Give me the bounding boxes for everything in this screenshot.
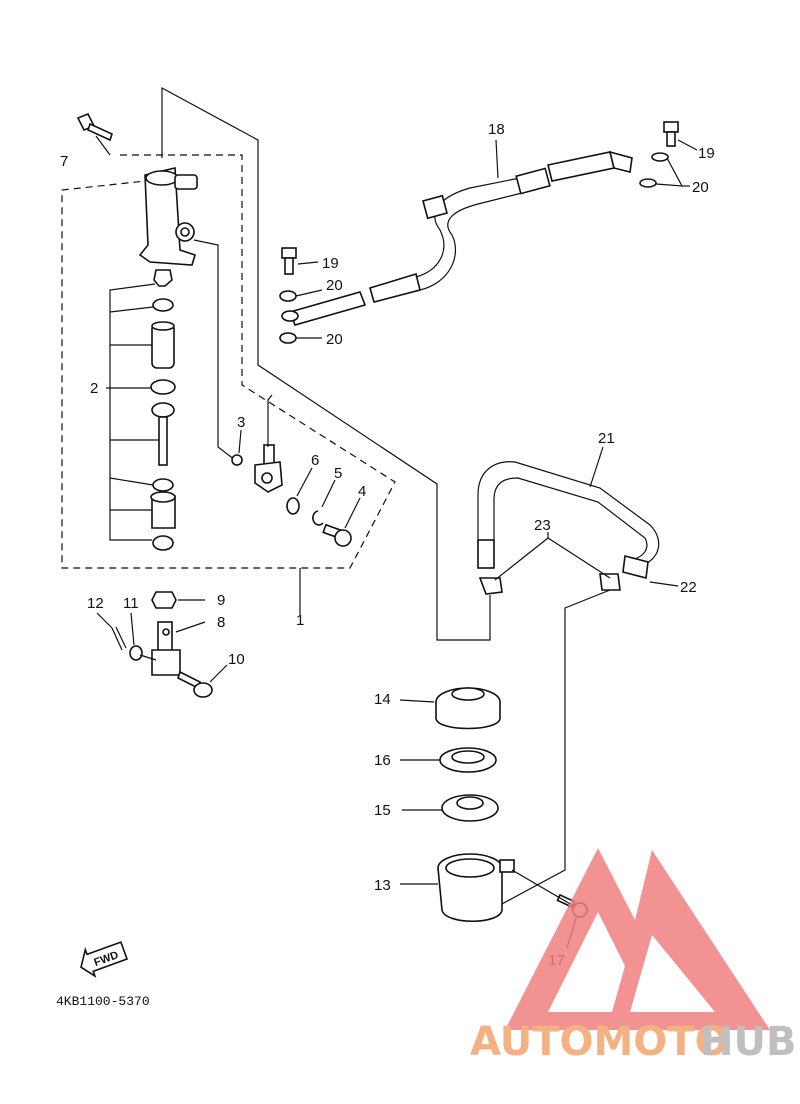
clevis-8 [151, 621, 181, 676]
callout-5: 5 [334, 465, 342, 482]
pin-10 [177, 670, 213, 698]
callout-10: 10 [228, 651, 245, 668]
callout-4: 4 [358, 483, 366, 500]
callout-23: 23 [534, 517, 551, 534]
callout-2: 2 [90, 380, 98, 397]
assembly-outline-1 [61, 154, 396, 569]
brake-hose-18 [288, 150, 633, 326]
union-bolt-19-lower [281, 247, 297, 275]
o-ring-3 [231, 454, 243, 466]
bolt-7 [76, 112, 113, 142]
callout-8: 8 [217, 614, 225, 631]
diagram-code: 4KB1100-5370 [56, 994, 150, 1009]
callout-14: 14 [374, 691, 391, 708]
callout-20-lower: 20 [326, 331, 343, 348]
callout-7: 7 [60, 153, 68, 170]
diaphragm-16 [439, 747, 497, 773]
circlip-5 [312, 510, 324, 526]
watermark-text-right: HUB [700, 1019, 796, 1065]
watermark-text-left: AUTOMOTO [470, 1019, 729, 1065]
screw-4 [322, 523, 352, 547]
hose-clip-23-b [599, 573, 621, 591]
master-cylinder-body [138, 167, 198, 266]
fwd-arrow-icon: FWD [80, 941, 129, 978]
washer-11 [129, 645, 143, 661]
callout-6: 6 [311, 452, 319, 469]
watermark-logo-icon [505, 848, 770, 1030]
gasket-20-c [279, 290, 297, 302]
callout-19-upper: 19 [698, 145, 715, 162]
washer-6 [286, 497, 300, 515]
reservoir-cap-14 [435, 687, 501, 730]
callout-9: 9 [217, 592, 225, 609]
callout-1: 1 [296, 612, 304, 629]
callout-20-upper: 20 [692, 179, 709, 196]
gasket-20-b [639, 178, 657, 188]
gasket-20-d [281, 310, 299, 322]
hose-joint [254, 444, 283, 493]
gasket-20-a [651, 152, 669, 162]
reservoir-hose-21 [477, 461, 660, 580]
gasket-20-e [279, 332, 297, 344]
kit-bracket-2 [109, 283, 159, 541]
union-bolt-19-upper [663, 121, 679, 147]
callout-21: 21 [598, 430, 615, 447]
callout-3: 3 [237, 414, 245, 431]
callout-19-lower: 19 [322, 255, 339, 272]
hose-clip-23-a [478, 577, 503, 595]
callout-16: 16 [374, 752, 391, 769]
callout-18: 18 [488, 121, 505, 138]
callout-11: 11 [123, 595, 139, 612]
callout-13: 13 [374, 877, 391, 894]
callout-15: 15 [374, 802, 391, 819]
callout-22: 22 [680, 579, 697, 596]
diaphragm-holder-15 [441, 794, 499, 822]
callout-20-mid: 20 [326, 277, 343, 294]
piston-kit-2 [150, 269, 176, 551]
callout-12: 12 [87, 595, 104, 612]
cotter-pin-12 [111, 626, 127, 651]
reservoir-13 [437, 853, 515, 923]
nut-9 [151, 591, 177, 609]
